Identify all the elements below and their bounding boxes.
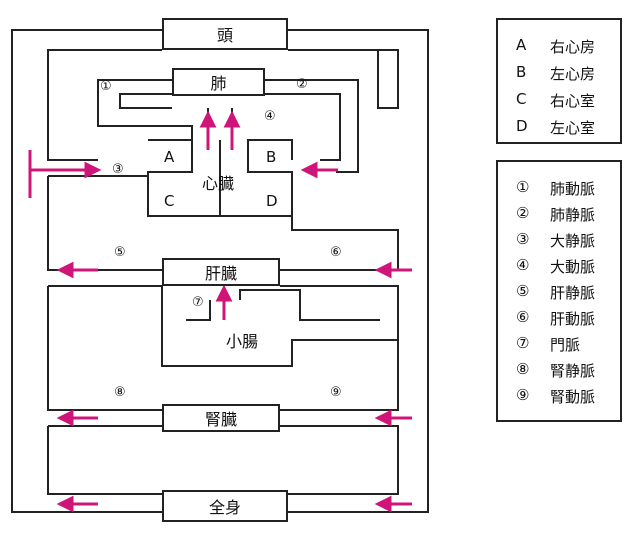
legend-value: 大静脈 [550, 232, 596, 250]
pulmonary-vein-inner [265, 93, 341, 161]
whole-body-box: 全身 [162, 490, 288, 522]
legend-row: C 右心室 [498, 90, 620, 112]
legend-key: C [516, 90, 527, 108]
legend-key: ② [516, 204, 530, 222]
kidney-box: 腎臓 [162, 404, 280, 432]
lung-label: 肺 [210, 74, 227, 93]
legend-row: B 左心房 [498, 63, 620, 85]
chamber-b-label: B [266, 148, 277, 166]
legend-value: 門脈 [550, 336, 581, 354]
head-label: 頭 [216, 26, 233, 45]
vessel-mark-3: ③ [112, 162, 124, 177]
pulmonary-vein-path [265, 79, 359, 173]
legend-value: 左心房 [550, 65, 596, 83]
legend-key: ⑥ [516, 308, 530, 326]
legend-row: A 右心房 [498, 36, 620, 58]
liver-loop-left [47, 176, 162, 271]
legend-value: 肝静脈 [550, 284, 596, 302]
vessel-mark-6: ⑥ [330, 245, 342, 260]
whole-body-loop [47, 425, 399, 495]
legend-value: 右心房 [550, 38, 596, 56]
legend-key: ⑨ [516, 386, 530, 404]
heart-label: 心臓 [202, 174, 235, 193]
pulmonary-artery-inner [119, 93, 172, 109]
legend-value: 肺動脈 [550, 180, 596, 198]
head-loop-right [288, 49, 399, 109]
legend-value: 大動脈 [550, 258, 596, 276]
vessel-mark-4: ④ [264, 109, 276, 124]
whole-body-label: 全身 [208, 498, 241, 517]
small-intestine-box [186, 289, 380, 321]
kidney-label: 腎臓 [204, 410, 237, 429]
legend-key: B [516, 63, 527, 81]
lung-box: 肺 [172, 68, 265, 96]
outer-loop-right [288, 29, 429, 513]
legend-row: ② 肺静脈 [498, 204, 620, 226]
chamber-a-label: A [164, 148, 175, 166]
vessel-legend: ① 肺動脈 ② 肺静脈 ③ 大静脈 ④ 大動脈 ⑤ 肝静脈 ⑥ 肝動脈 ⑦ 門脈… [496, 160, 622, 422]
legend-row: ① 肺動脈 [498, 178, 620, 200]
head-box: 頭 [162, 18, 288, 50]
pulmonary-artery-path [97, 79, 193, 140]
legend-value: 左心室 [550, 119, 596, 137]
vessel-mark-9: ⑨ [330, 385, 342, 400]
vessel-mark-5: ⑤ [114, 245, 126, 260]
legend-key: D [516, 117, 528, 135]
legend-key: ⑦ [516, 334, 530, 352]
legend-key: A [516, 36, 527, 54]
vessel-mark-8: ⑧ [114, 385, 126, 400]
liver-label: 肝臓 [204, 264, 237, 283]
chamber-legend: A 右心房 B 左心房 C 右心室 D 左心室 [496, 18, 622, 144]
legend-value: 腎静脈 [550, 362, 596, 380]
legend-row: ④ 大動脈 [498, 256, 620, 278]
legend-key: ⑤ [516, 282, 530, 300]
legend-row: ⑨ 腎動脈 [498, 386, 620, 408]
small-intestine-label: 小腸 [226, 332, 259, 351]
vessel-mark-2: ② [296, 77, 308, 92]
liver-box: 肝臓 [162, 258, 280, 286]
legend-value: 右心室 [550, 92, 596, 110]
legend-value: 腎動脈 [550, 388, 596, 406]
legend-row: ⑥ 肝動脈 [498, 308, 620, 330]
legend-value: 肺静脈 [550, 206, 596, 224]
head-loop-left [47, 49, 162, 161]
legend-row: D 左心室 [498, 117, 620, 139]
legend-row: ③ 大静脈 [498, 230, 620, 252]
legend-key: ③ [516, 230, 530, 248]
outer-loop [11, 29, 162, 513]
legend-key: ⑧ [516, 360, 530, 378]
legend-row: ⑧ 腎静脈 [498, 360, 620, 382]
chamber-c-label: C [164, 192, 175, 210]
legend-key: ① [516, 178, 530, 196]
legend-row: ⑤ 肝静脈 [498, 282, 620, 304]
legend-row: ⑦ 門脈 [498, 334, 620, 356]
chamber-d-label: D [266, 192, 278, 210]
kidney-loop [47, 286, 399, 411]
legend-value: 肝動脈 [550, 310, 596, 328]
vessel-mark-1: ① [100, 79, 112, 94]
vessel-mark-7: ⑦ [192, 295, 204, 310]
liver-loop-right [280, 216, 399, 271]
legend-key: ④ [516, 256, 530, 274]
